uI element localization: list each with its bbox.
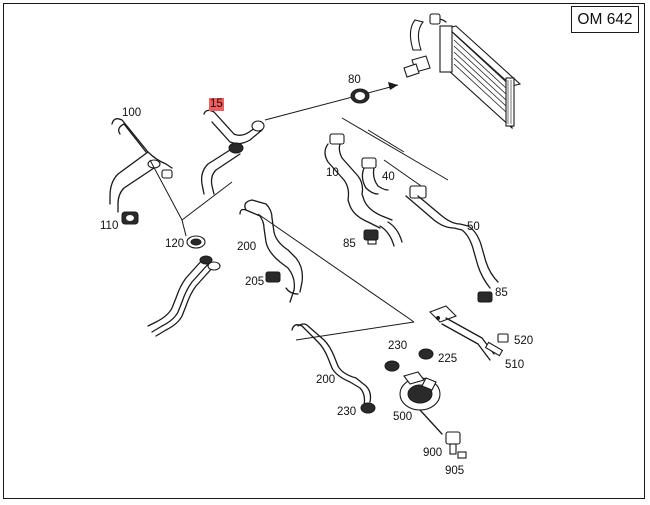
callout-900[interactable]: 900 bbox=[423, 447, 443, 459]
callout-40[interactable]: 40 bbox=[382, 171, 395, 183]
diagram-frame bbox=[3, 3, 645, 499]
callout-85-upper[interactable]: 85 bbox=[343, 238, 356, 250]
callout-50[interactable]: 50 bbox=[467, 221, 480, 233]
callout-200-upper[interactable]: 200 bbox=[237, 241, 257, 253]
part-205-clamp[interactable] bbox=[265, 271, 281, 283]
part-85-clamp-b[interactable] bbox=[477, 291, 493, 303]
callout-500[interactable]: 500 bbox=[393, 411, 413, 423]
part-200-hose-lower[interactable] bbox=[291, 323, 372, 407]
part-110-clamp[interactable] bbox=[121, 211, 139, 225]
part-500-pump[interactable] bbox=[399, 371, 443, 435]
part-40-hose[interactable] bbox=[361, 157, 389, 195]
part-905-screw[interactable] bbox=[457, 451, 467, 459]
callout-10[interactable]: 10 bbox=[326, 167, 339, 179]
part-50-hose[interactable] bbox=[405, 185, 499, 289]
callout-905[interactable]: 905 bbox=[445, 465, 465, 477]
callout-230-lower[interactable]: 230 bbox=[337, 406, 357, 418]
callout-200-lower[interactable]: 200 bbox=[316, 374, 336, 386]
part-120-hose[interactable] bbox=[147, 255, 221, 337]
callout-110[interactable]: 110 bbox=[100, 220, 119, 232]
part-520-clip[interactable] bbox=[497, 333, 509, 343]
callout-510[interactable]: 510 bbox=[505, 359, 525, 371]
part-900-fitting[interactable] bbox=[445, 431, 461, 455]
part-230-clamp-a[interactable] bbox=[384, 360, 400, 372]
part-230-clamp-b[interactable] bbox=[360, 402, 376, 414]
engine-model-label: OM 642 bbox=[571, 6, 639, 33]
callout-100[interactable]: 100 bbox=[122, 107, 142, 119]
part-200-hose-upper[interactable] bbox=[239, 199, 304, 303]
callout-230-upper[interactable]: 230 bbox=[388, 340, 408, 352]
part-510-bracket[interactable] bbox=[429, 305, 504, 361]
arrow-icon bbox=[388, 82, 398, 90]
callout-120[interactable]: 120 bbox=[165, 238, 185, 250]
part-120-clamp[interactable] bbox=[186, 235, 206, 249]
callout-15[interactable]: 15 bbox=[209, 98, 224, 111]
part-100-hose[interactable] bbox=[109, 118, 173, 213]
radiator[interactable] bbox=[403, 13, 522, 130]
part-10-hose[interactable] bbox=[324, 133, 403, 247]
callout-85-lower[interactable]: 85 bbox=[495, 287, 508, 299]
callout-80[interactable]: 80 bbox=[348, 74, 361, 86]
part-225-clamp[interactable] bbox=[418, 348, 434, 360]
part-85-clamp-a[interactable] bbox=[363, 229, 379, 245]
callout-225[interactable]: 225 bbox=[438, 353, 458, 365]
callout-205[interactable]: 205 bbox=[245, 276, 265, 288]
callout-520[interactable]: 520 bbox=[514, 335, 534, 347]
part-15-hose[interactable] bbox=[200, 109, 265, 195]
part-80-clamp[interactable] bbox=[350, 88, 370, 104]
